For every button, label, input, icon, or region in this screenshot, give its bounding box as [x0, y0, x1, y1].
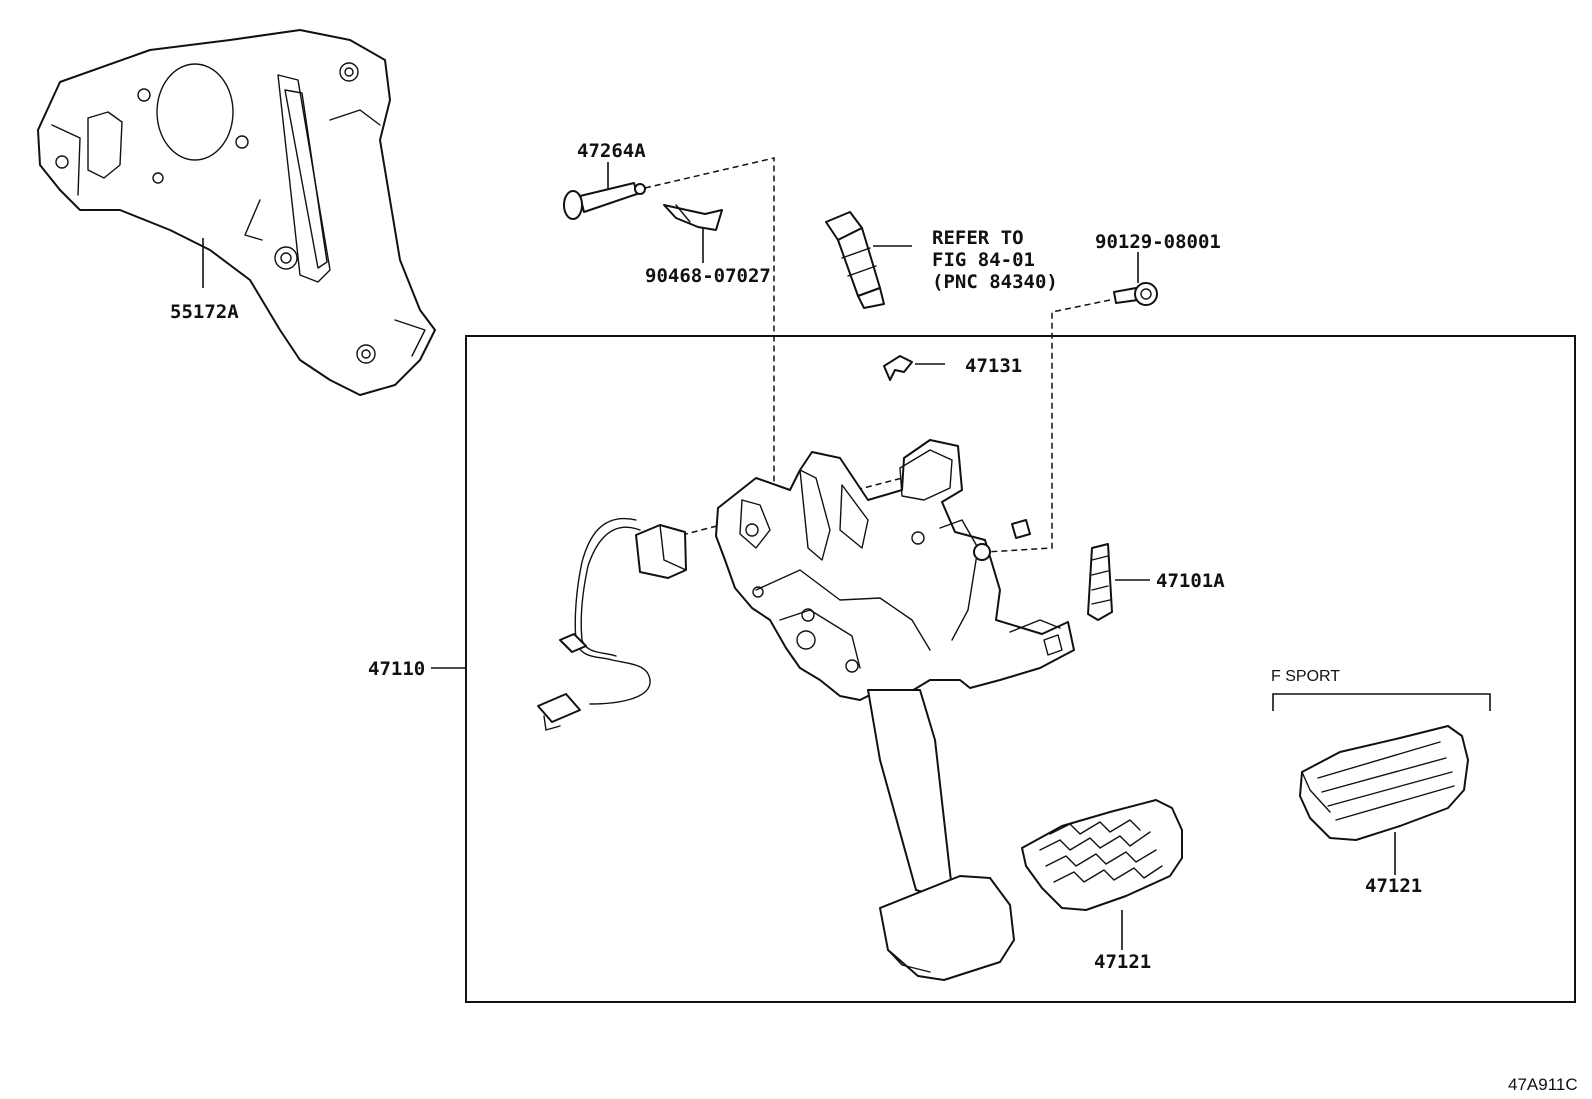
label-55172A: 55172A — [170, 301, 239, 323]
label-f-sport: F SPORT — [1271, 668, 1340, 685]
pin-47264A — [563, 162, 646, 220]
label-90129-08001: 90129-08001 — [1095, 231, 1221, 253]
pedal-pad-47121-standard — [1021, 799, 1183, 950]
f-sport-bracket — [1272, 693, 1491, 711]
pedal-pad-47121-f-sport — [1299, 725, 1469, 875]
pedal-stroke-sensor — [537, 517, 687, 731]
refer-to-line-3: (PNC 84340) — [932, 271, 1058, 293]
clip-90468-07027 — [663, 204, 723, 263]
stop-lamp-switch — [825, 211, 912, 309]
refer-to-line-1: REFER TO — [932, 227, 1024, 249]
clip-47131 — [883, 355, 945, 381]
label-47131: 47131 — [965, 355, 1022, 377]
bolt-90129-08001 — [1113, 252, 1158, 306]
label-47101A: 47101A — [1156, 570, 1225, 592]
label-47121-standard: 47121 — [1094, 951, 1151, 973]
label-47110: 47110 — [368, 658, 425, 680]
illustration-code: 47A911C — [1508, 1075, 1578, 1094]
label-90468-07027: 90468-07027 — [645, 265, 771, 287]
refer-to-line-2: FIG 84-01 — [932, 249, 1035, 271]
label-47264A: 47264A — [577, 140, 646, 162]
bracket-panel-55172A — [37, 29, 436, 396]
label-47121-f-sport: 47121 — [1365, 875, 1422, 897]
assembly-box-47110 — [465, 335, 1576, 1003]
cushion-47101A — [1087, 543, 1150, 621]
brake-pedal-assembly — [715, 439, 1075, 981]
